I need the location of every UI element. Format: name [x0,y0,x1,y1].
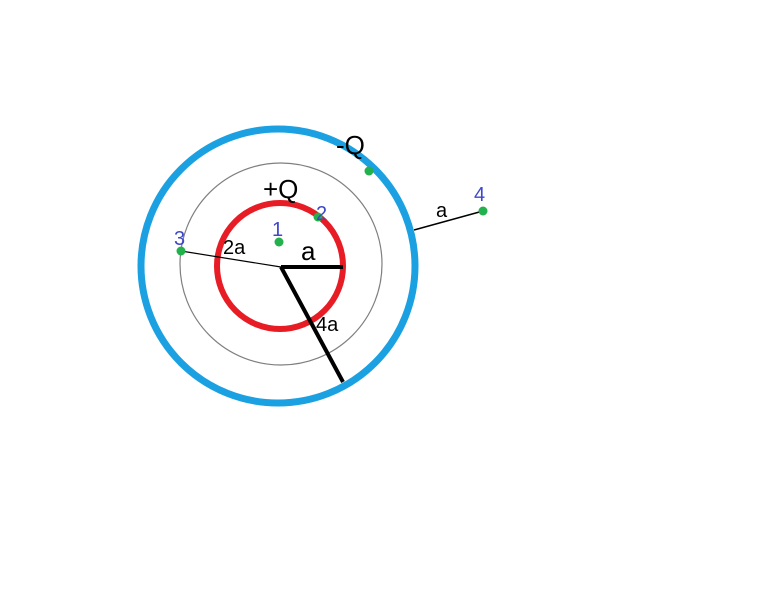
inner-charge-label: +Q [263,174,298,204]
radius-line-2a [180,250,282,268]
outer-shell [137,125,419,407]
point-2-dot [313,212,323,222]
radius-label-4a: 4a [316,314,339,336]
point-3-dot [176,246,186,256]
radius-label-2a: 2a [223,237,246,259]
point-1-dot [274,237,284,247]
radius-line-4a [279,266,345,383]
distance-line-external [413,210,484,231]
outer-shell-dot [364,166,374,176]
point-4-dot [478,206,488,216]
outer-charge-label: -Q [336,130,365,160]
point-1-label: 1 [272,219,283,241]
point-4-label: 4 [474,184,485,206]
guide-circle-2a [179,162,383,366]
external-distance-label: a [436,200,448,222]
radius-label-a: a [301,236,316,266]
point-2-label: 2 [316,203,327,225]
point-3-label: 3 [174,228,185,250]
